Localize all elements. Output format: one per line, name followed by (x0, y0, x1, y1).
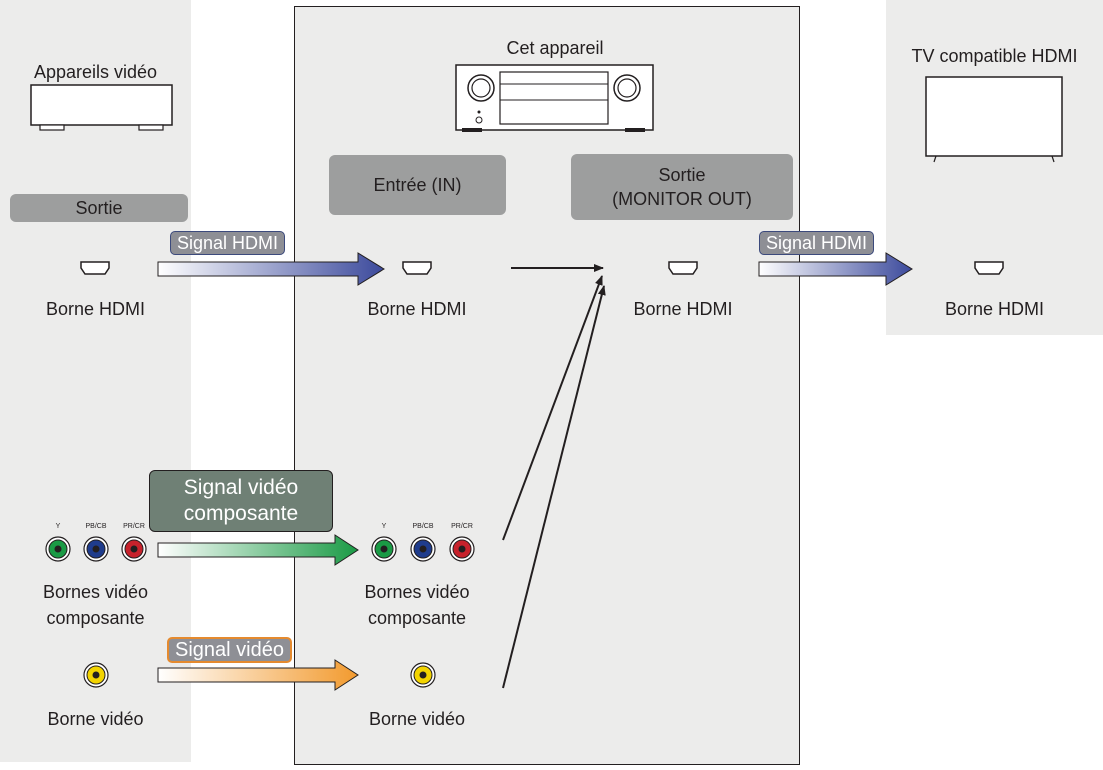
jack-label-pr: PR/CR (123, 523, 145, 530)
component-signal-arrow (157, 534, 359, 566)
tv-panel (886, 0, 1103, 335)
hdmi-port-icon (402, 261, 432, 275)
component-jack-green (371, 536, 397, 562)
hdmi-port-icon (668, 261, 698, 275)
component-jack-blue (410, 536, 436, 562)
hdmi-port-icon (974, 261, 1004, 275)
hdmi-port-icon (80, 261, 110, 275)
composite-jack-yellow (410, 662, 436, 688)
jack-label-pr: PR/CR (451, 523, 473, 530)
hdmi-signal-label: Signal HDMI (759, 231, 875, 255)
tv-icon (925, 76, 1063, 163)
receiver-title: Cet appareil (506, 38, 604, 58)
hdmi-signal-arrow (758, 252, 913, 286)
hdmi-signal-label: Signal HDMI (170, 231, 286, 255)
routing-line-video (502, 285, 606, 689)
component-signal-label: Signal vidéo composante (149, 470, 333, 532)
monitor-out-badge-line1: Sortie (658, 165, 706, 185)
source-output-badge: Sortie (10, 194, 188, 222)
tv-hdmi-label: Borne HDMI (944, 299, 1045, 319)
component-jack-red (121, 536, 147, 562)
jack-label-pb: PB/CB (85, 523, 107, 530)
composite-jack-yellow (83, 662, 109, 688)
input-badge: Entrée (IN) (329, 155, 506, 215)
component-jack-blue (83, 536, 109, 562)
source-component-label-line2: composante (46, 608, 145, 628)
receiver-panel (294, 6, 800, 765)
tv-title: TV compatible HDMI (911, 46, 1078, 66)
receiver-component-label-line2: composante (367, 608, 467, 628)
receiver-component-label-line1: Bornes vidéo (364, 582, 470, 602)
component-jack-green (45, 536, 71, 562)
source-component-label-line1: Bornes vidéo (42, 582, 149, 602)
video-player-icon (30, 84, 173, 131)
component-jack-red (449, 536, 475, 562)
monitor-out-badge: Sortie (MONITOR OUT) (571, 154, 793, 220)
jack-label-y: Y (381, 523, 387, 530)
receiver-hdmi-in-label: Borne HDMI (367, 299, 467, 319)
routing-line-component (502, 275, 603, 541)
jack-label-pb: PB/CB (412, 523, 434, 530)
source-device-title: Appareils vidéo (33, 62, 158, 82)
av-receiver-icon (455, 64, 654, 132)
component-signal-label-line1: Signal vidéo (183, 476, 299, 499)
source-video-label: Borne vidéo (47, 709, 144, 729)
hdmi-signal-arrow (157, 252, 385, 286)
source-hdmi-label: Borne HDMI (45, 299, 146, 319)
jack-label-y: Y (55, 523, 61, 530)
receiver-hdmi-out-label: Borne HDMI (633, 299, 733, 319)
component-signal-label-line2: composante (183, 502, 299, 525)
monitor-out-badge-line2: (MONITOR OUT) (612, 189, 752, 209)
video-signal-arrow (157, 659, 359, 691)
video-signal-label: Signal vidéo (167, 637, 292, 663)
receiver-video-label: Borne vidéo (368, 709, 466, 729)
